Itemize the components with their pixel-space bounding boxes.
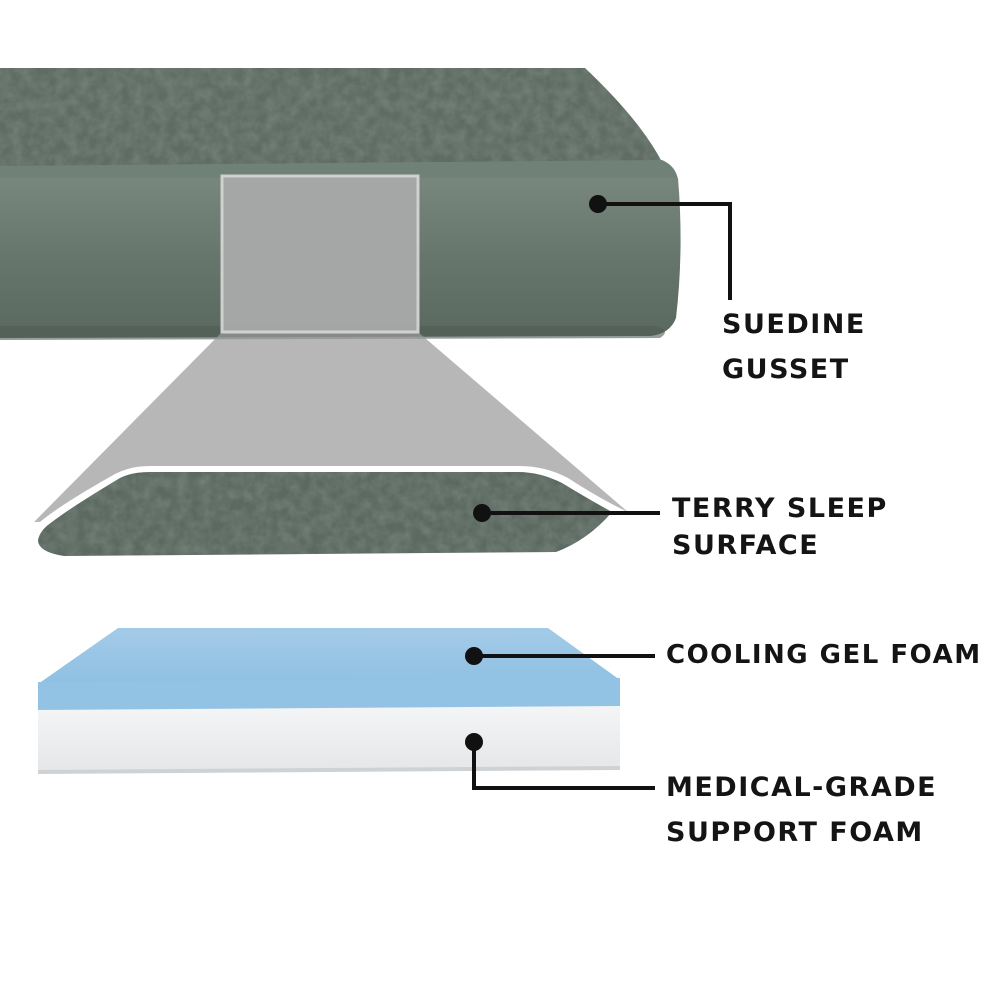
label-support-foam-line2: SUPPORT FOAM [666,817,924,848]
callout-lines [472,202,732,790]
gel-callout-dot [465,647,483,665]
label-terry-line2: SURFACE [672,530,820,561]
support-callout-dot [465,733,483,751]
support-callout-line [472,742,655,790]
terry-surface-slab [28,466,628,565]
gel-foam-top [38,628,620,684]
bed-top-texture [0,68,662,168]
support-foam-layer [38,706,620,772]
zoom-overlay [34,174,628,522]
label-support-foam-line1: MEDICAL-GRADE [666,772,938,803]
terry-callout-dot [473,504,491,522]
gusset-callout-line [598,202,732,300]
label-support-foam: MEDICAL-GRADE SUPPORT FOAM [666,765,937,855]
label-terry-sleep-surface: TERRY SLEEP SURFACE [672,490,888,564]
gel-foam-front [38,678,620,712]
callout-dots [465,195,607,751]
label-cooling-gel-foam: COOLING GEL FOAM [666,633,982,678]
label-suedine-gusset: SUEDINE GUSSET [722,302,866,392]
label-terry-line1: TERRY SLEEP [672,493,888,524]
zoom-window [220,174,420,334]
foam-block [38,628,620,774]
label-suedine-gusset-line2: GUSSET [722,354,850,385]
label-cooling-gel-foam-line1: COOLING GEL FOAM [666,640,982,670]
label-suedine-gusset-line1: SUEDINE [722,309,866,340]
gusset-callout-dot [589,195,607,213]
zoom-projection [34,176,628,522]
bed-piping [0,160,678,180]
